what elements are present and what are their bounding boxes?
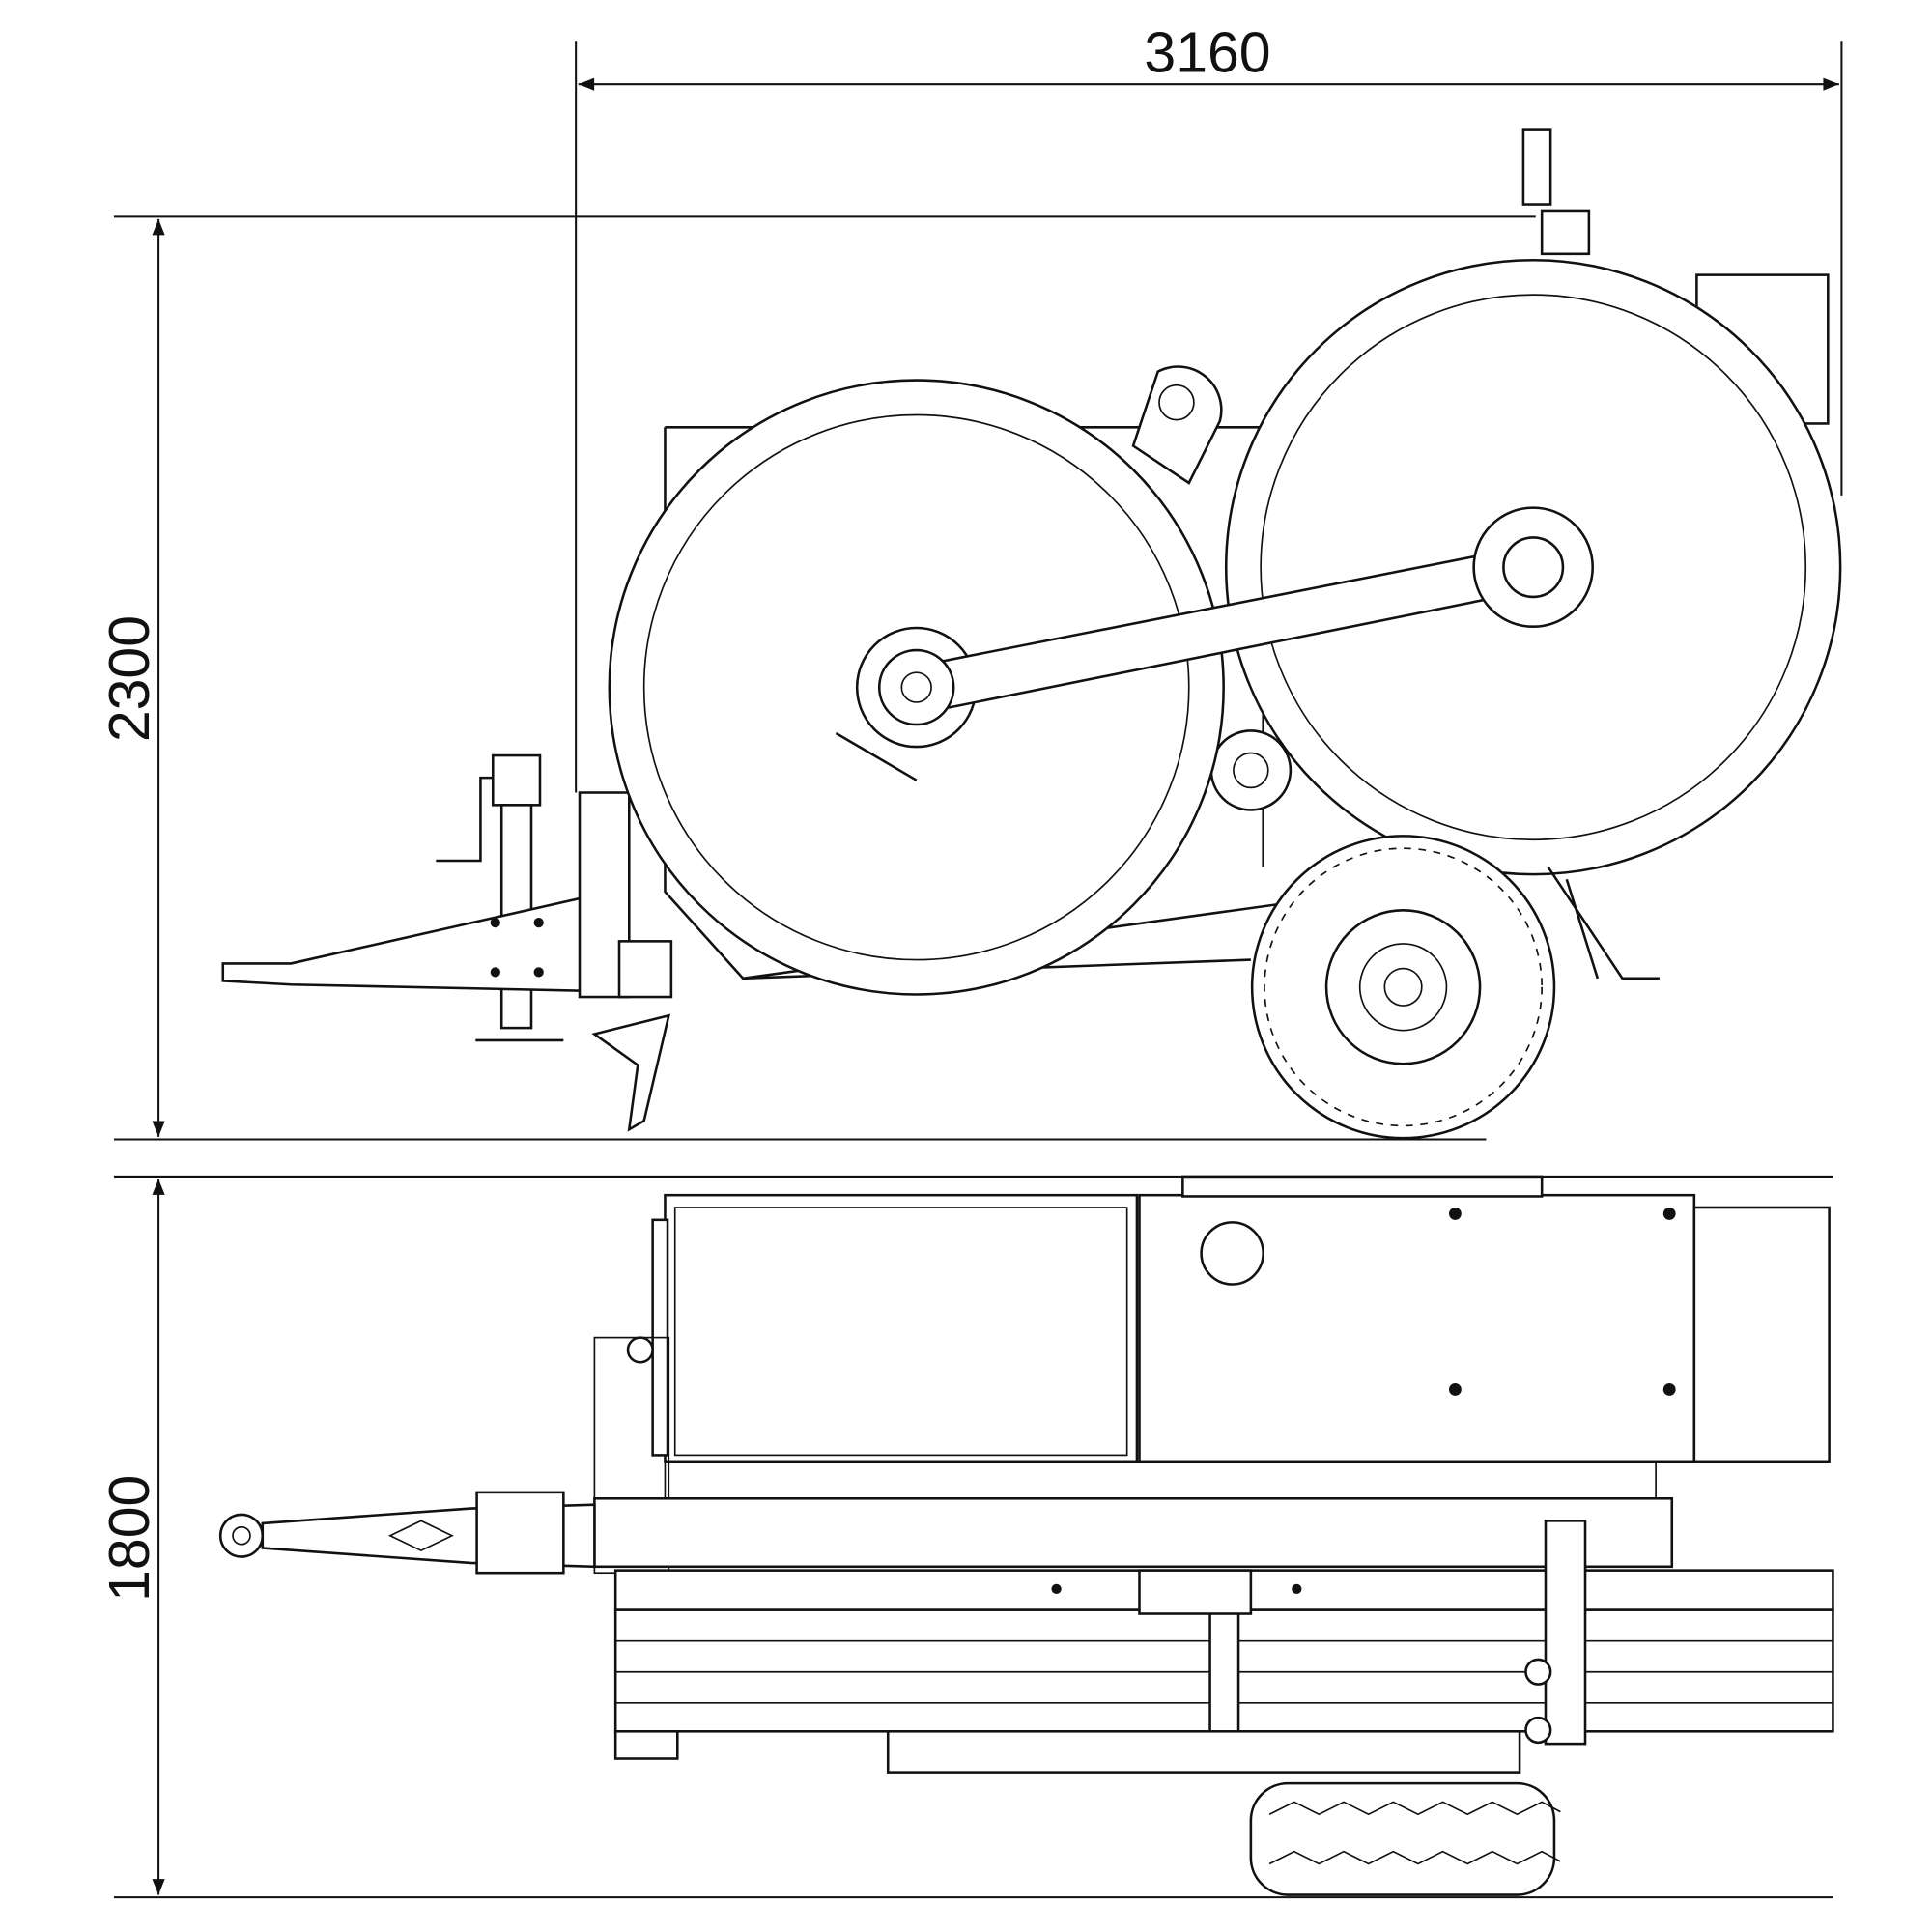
drawbar — [221, 895, 583, 992]
road-wheel-top — [1249, 1781, 1561, 1896]
chassis — [593, 1497, 1674, 1569]
drum-housing — [664, 1193, 1139, 1463]
top-view — [218, 1175, 1834, 1896]
guide-roller — [1209, 729, 1293, 811]
hydraulic-motor — [617, 940, 673, 999]
cable-rails — [613, 1569, 1834, 1733]
jack-stand — [436, 753, 564, 1042]
dimension-length-label: 3160 — [1144, 21, 1270, 84]
rear-support — [1544, 1520, 1587, 1746]
light-mast — [1521, 128, 1552, 206]
dimension-length: 3160 — [575, 21, 1843, 793]
dimension-width: 1800 — [99, 1175, 1833, 1899]
tow-eye — [218, 1513, 265, 1558]
cable-guide — [591, 1013, 671, 1132]
side-view — [221, 128, 1842, 1140]
fuel-cap — [1200, 1221, 1264, 1286]
dimension-height-label: 2300 — [99, 615, 161, 742]
road-wheel — [1250, 835, 1556, 1140]
dimension-width-label: 1800 — [99, 1475, 161, 1602]
control-panel — [1692, 1206, 1831, 1463]
dimension-height: 2300 — [99, 215, 1536, 1141]
lifting-eye — [1131, 365, 1223, 485]
